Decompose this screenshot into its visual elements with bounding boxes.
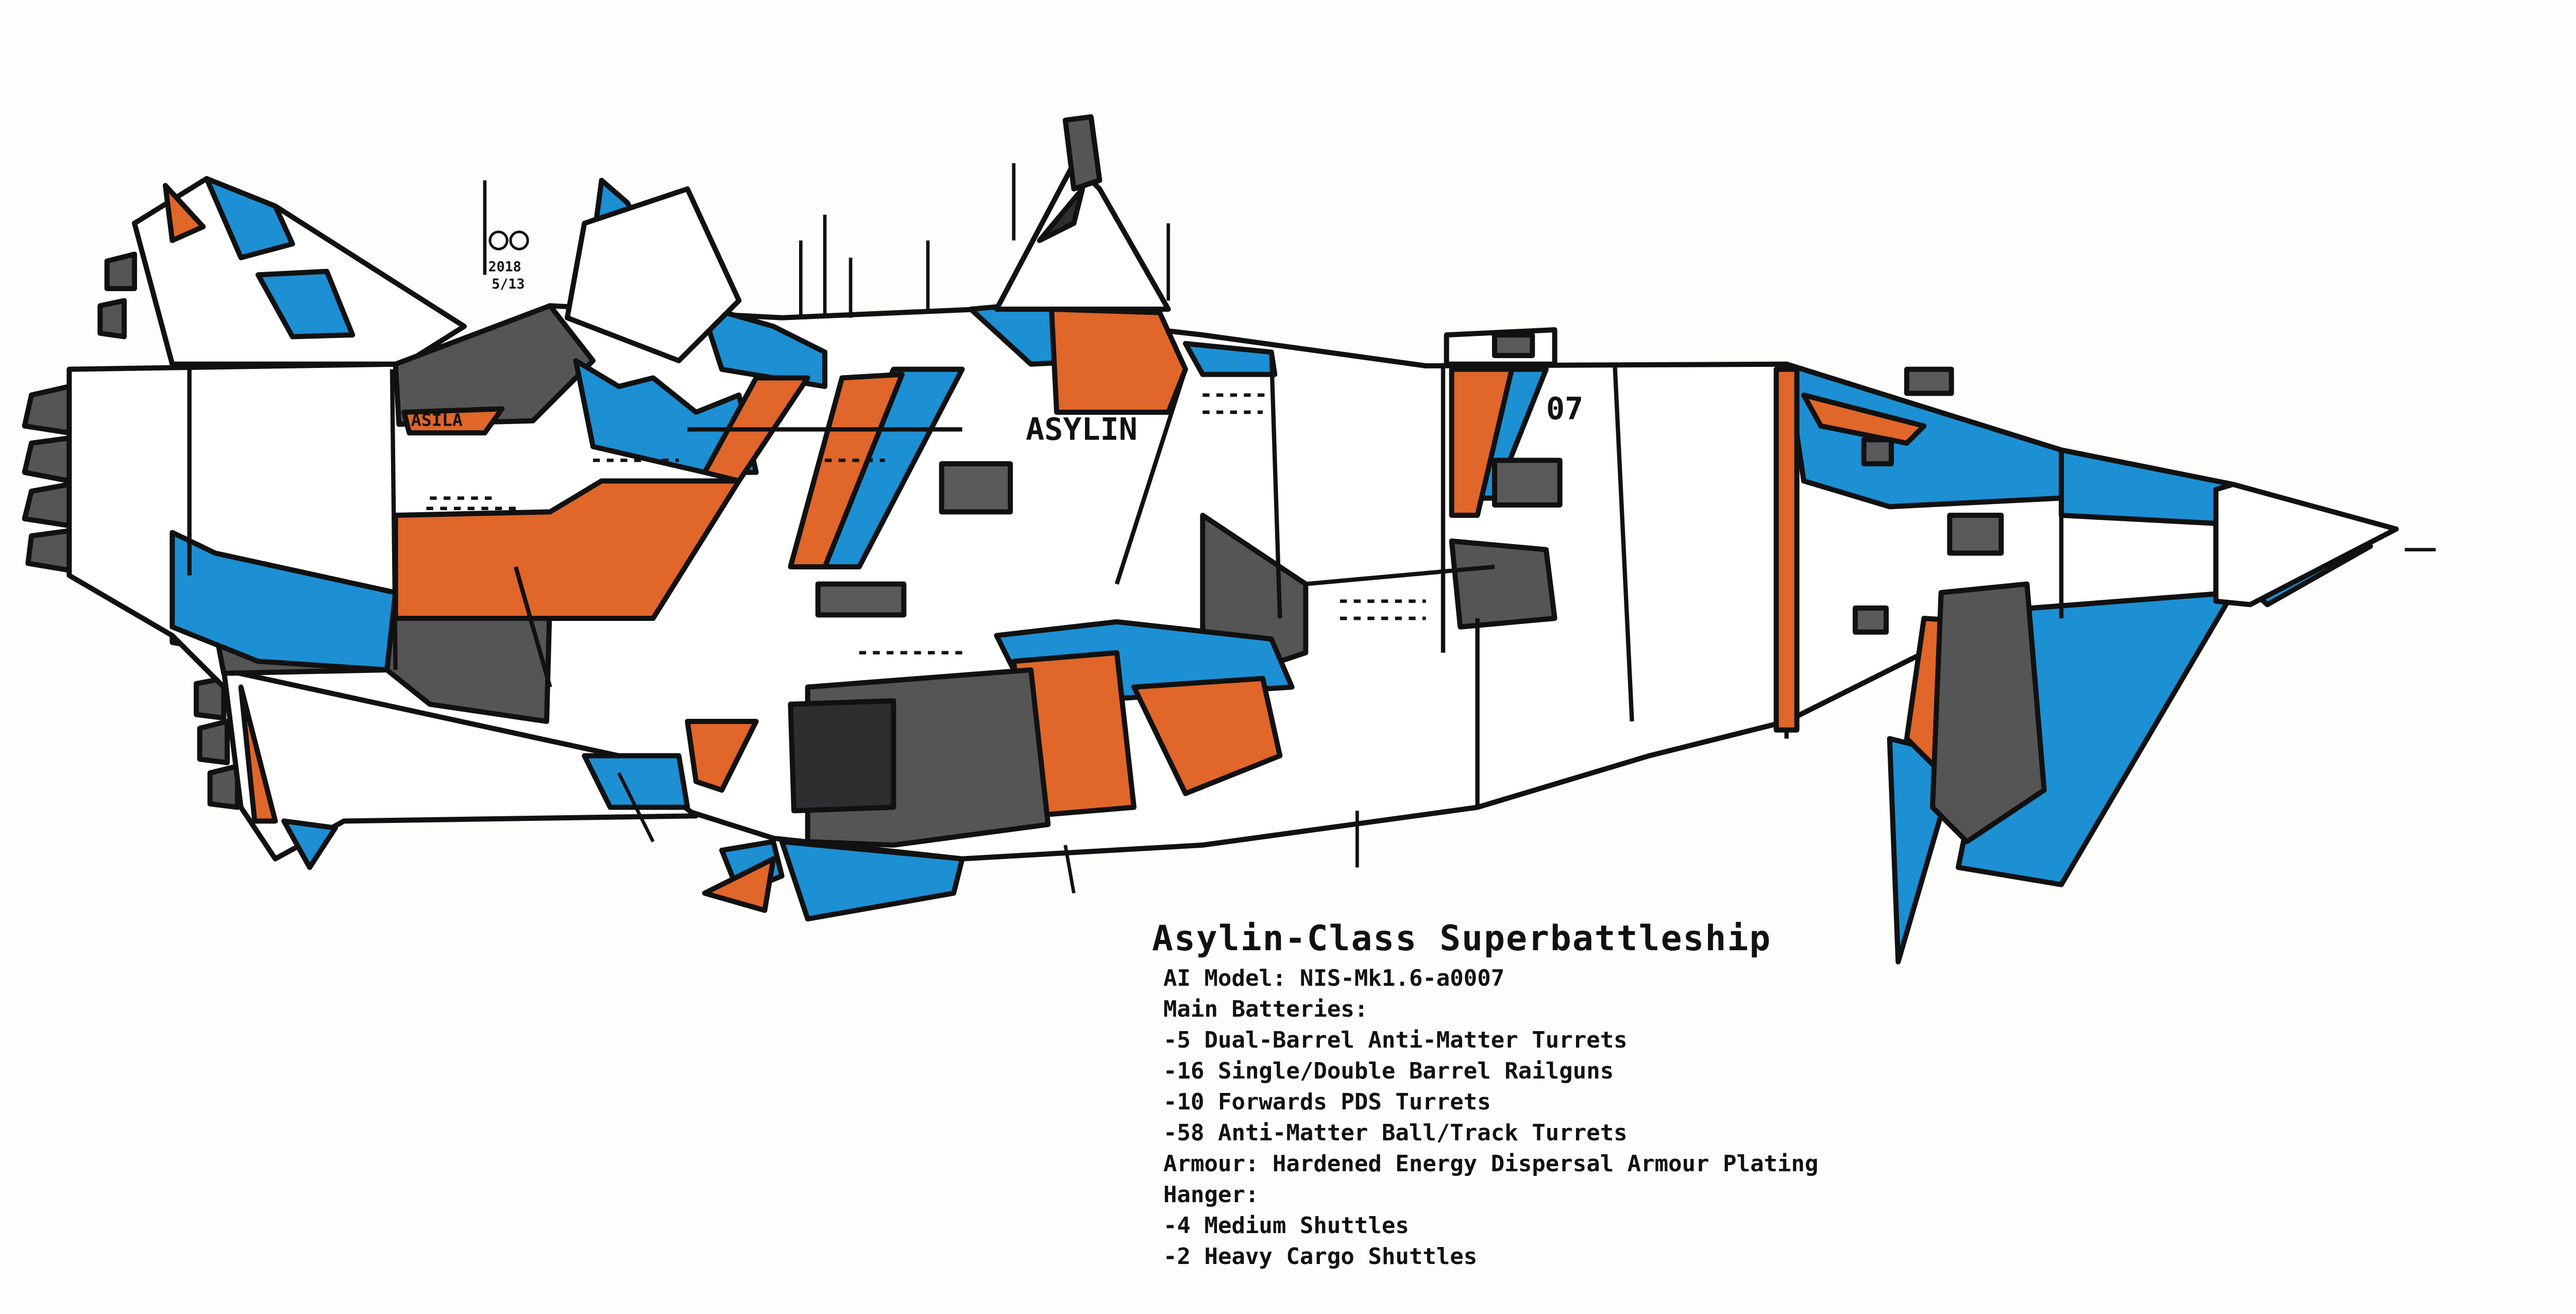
upper-superstructure xyxy=(564,186,742,363)
command-tower xyxy=(994,160,1171,312)
signature-date: 5/13 xyxy=(492,276,524,292)
dark-panel xyxy=(393,303,596,427)
spec-line: -5 Dual-Barrel Anti-Matter Turrets xyxy=(1163,1027,1628,1053)
spec-title: Asylin-Class Superbattleship xyxy=(1152,918,1772,959)
signature-year: 2018 xyxy=(488,259,521,275)
blue-panel xyxy=(170,530,398,672)
hull-number-marking: 07 xyxy=(1546,391,1583,427)
hull-name-marking: ASYLIN xyxy=(1026,411,1138,447)
bow-section xyxy=(2213,482,2399,608)
orange-panel xyxy=(401,406,505,435)
spec-line: -58 Anti-Matter Ball/Track Turrets xyxy=(1163,1120,1628,1146)
artist-signature: 2018 5/13 xyxy=(488,230,529,292)
spec-line: -4 Medium Shuttles xyxy=(1163,1212,1409,1239)
hull-small-marking: ASILA xyxy=(411,410,463,430)
spec-line: -10 Forwards PDS Turrets xyxy=(1163,1089,1491,1115)
hazard-stripe xyxy=(1773,366,1800,733)
spec-line: -16 Single/Double Barrel Railguns xyxy=(1163,1058,1614,1084)
spec-sheet: Asylin-Class Superbattleship AI Model: N… xyxy=(1152,918,2028,1272)
spec-line: AI Model: NIS-Mk1.6-a0007 xyxy=(1163,965,1505,991)
spec-line: Main Batteries: xyxy=(1163,996,1368,1022)
spec-line: Armour: Hardened Energy Dispersal Armour… xyxy=(1163,1151,1819,1177)
spec-line: -2 Heavy Cargo Shuttles xyxy=(1163,1243,1478,1270)
turrets xyxy=(815,332,2004,635)
spec-line: Hanger: xyxy=(1163,1182,1259,1208)
